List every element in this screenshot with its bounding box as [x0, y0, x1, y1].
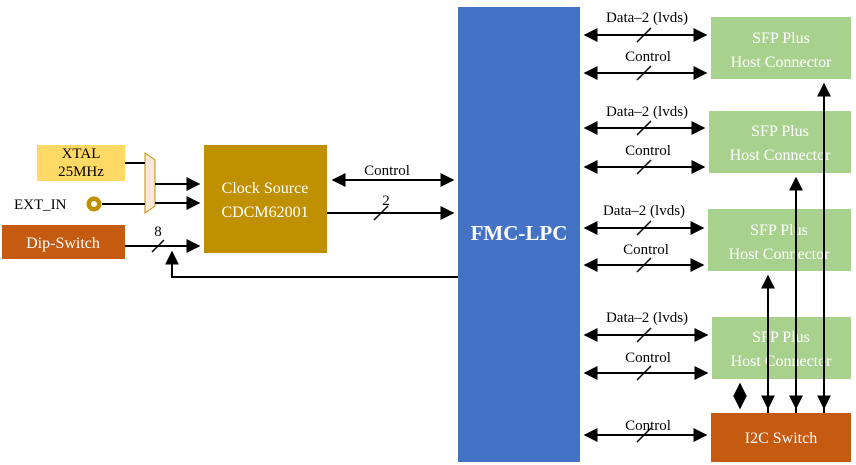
control-slash-3 [636, 365, 652, 381]
sfp-3-label-line1: SFP Plus [752, 329, 810, 346]
clock-source-box [204, 145, 327, 253]
control-slash-2 [636, 257, 652, 273]
sfp-box-1 [709, 111, 851, 173]
data-label-2: Data–2 (lvds) [603, 203, 685, 219]
dip-bus-slash [151, 239, 165, 253]
clock-mux [144, 152, 156, 214]
data-label-0: Data–2 (lvds) [606, 10, 688, 26]
dip-switch-label: Dip-Switch [26, 235, 100, 252]
xtal-box [37, 145, 125, 181]
sfp-box-0 [711, 17, 851, 79]
sfp-box-2 [708, 209, 851, 271]
i2c-switch-label: I2C Switch [745, 430, 817, 447]
data-slash-0 [636, 27, 652, 43]
sfp-1-label-line2: Host Connector [730, 147, 832, 164]
dip-bus-width: 8 [154, 224, 162, 240]
sfp-2-label-line1: SFP Plus [750, 222, 808, 239]
data-slash-1 [636, 120, 652, 136]
control-slash-0 [636, 65, 652, 81]
control-label-2: Control [623, 242, 669, 258]
sfp-0-label-line2: Host Connector [731, 54, 833, 71]
xtal-label-line2: 25MHz [58, 164, 104, 180]
fmc-lpc-box [458, 7, 580, 462]
sfp-3-label-line2: Host Connector [731, 353, 833, 370]
data-slash-3 [636, 327, 652, 343]
sfp-1-label-line1: SFP Plus [751, 123, 809, 140]
control-label-0: Control [625, 49, 671, 65]
clock-source-label-line2: CDCM62001 [221, 204, 308, 221]
clock-bus-slash [373, 205, 389, 221]
fmc-lpc-label: FMC-LPC [471, 221, 568, 245]
ext-in-label: EXT_IN [14, 197, 67, 213]
sfp-0-label-line1: SFP Plus [752, 30, 810, 47]
clock-source-label-line1: Clock Source [222, 180, 309, 197]
i2c-control-label: Control [625, 418, 671, 434]
clock-control-label: Control [364, 163, 410, 179]
i2c-control-slash [636, 427, 652, 443]
control-label-1: Control [625, 143, 671, 159]
xtal-label-line1: XTAL [62, 146, 101, 162]
control-slash-1 [636, 159, 652, 175]
data-label-1: Data–2 (lvds) [606, 104, 688, 120]
i2c-switch-box [711, 413, 851, 462]
ext-in-connector-center [91, 201, 97, 207]
fmc-to-dip-feedback-line [165, 250, 458, 278]
data-slash-2 [636, 220, 652, 236]
dip-switch-box [2, 225, 125, 259]
sfp-2-label-line2: Host Connector [729, 246, 831, 263]
clock-bus-width: 2 [382, 193, 390, 209]
control-label-3: Control [625, 350, 671, 366]
sfp-box-3 [712, 317, 851, 379]
data-label-3: Data–2 (lvds) [606, 310, 688, 326]
